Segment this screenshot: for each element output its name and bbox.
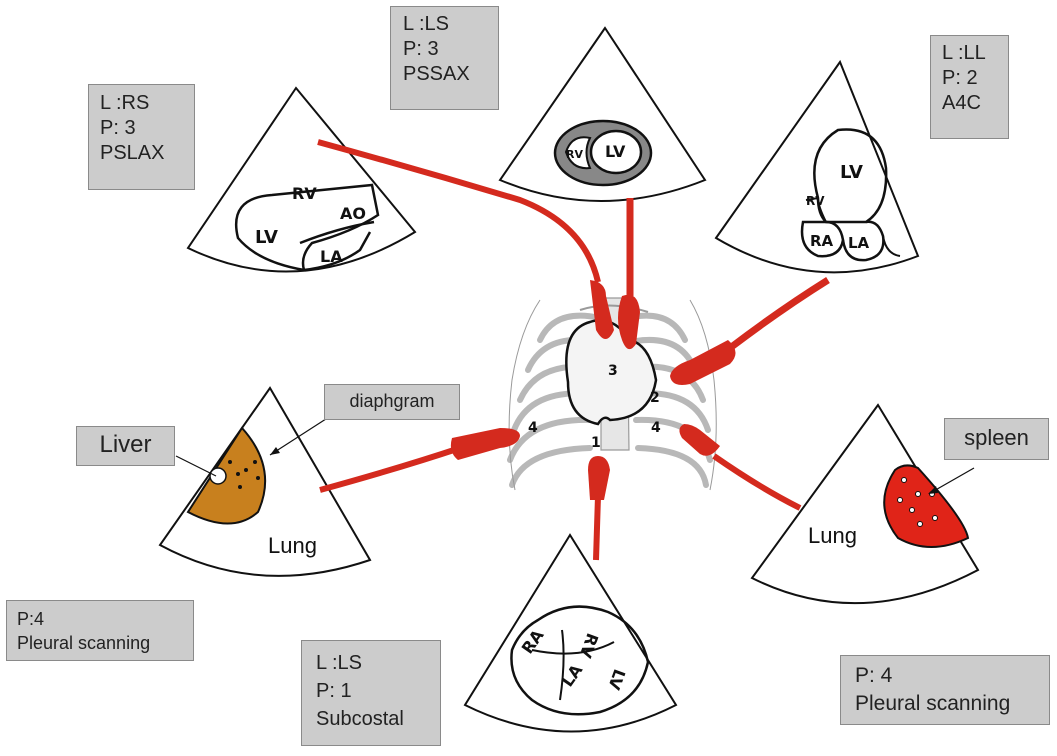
pleural-right-position: P: 4 <box>855 662 1049 690</box>
pssax-info-box: L :LS P: 3 PSSAX <box>390 6 499 110</box>
pslax-label-ao: AO <box>340 204 366 223</box>
subcostal-position: P: 1 <box>316 677 440 705</box>
pleural-left-position: P:4 <box>17 607 193 631</box>
diaphragm-callout-label: diaphgram <box>349 391 434 411</box>
pslax-view: PSLAX <box>100 141 194 166</box>
a4c-label-rv: RV <box>806 194 825 208</box>
a4c-view: A4C <box>942 91 1008 116</box>
pslax-location: L :RS <box>100 91 194 116</box>
lung-right-label: Lung <box>808 523 857 548</box>
a4c-info-box: L :LL P: 2 A4C <box>930 35 1009 139</box>
pssax-location: L :LS <box>403 12 498 37</box>
chest-position-4-right: 4 <box>651 420 661 436</box>
lung-left-label: Lung <box>268 533 317 558</box>
pslax-label-lv: LV <box>255 227 278 248</box>
diaphragm-callout: diaphgram <box>324 384 460 420</box>
pslax-label-la: LA <box>320 247 343 266</box>
a4c-position: P: 2 <box>942 66 1008 91</box>
pleural-left-view: Pleural scanning <box>17 631 193 655</box>
a4c-label-la: LA <box>848 234 870 252</box>
subcostal-info-box: L :LS P: 1 Subcostal <box>301 640 441 746</box>
pssax-view: PSSAX <box>403 62 498 87</box>
a4c-sector: LV RV RA LA <box>716 62 918 272</box>
pssax-label-lv: LV <box>605 142 626 161</box>
pslax-sector: RV AO LV LA <box>188 88 415 272</box>
liver-callout: Liver <box>76 426 175 466</box>
chest-position-3: 3 <box>608 363 618 379</box>
pslax-info-box: L :RS P: 3 PSLAX <box>88 84 195 190</box>
chest-position-2: 2 <box>650 390 660 406</box>
pslax-position: P: 3 <box>100 116 194 141</box>
spleen-callout: spleen <box>944 418 1049 460</box>
subcostal-location: L :LS <box>316 649 440 677</box>
a4c-label-ra: RA <box>810 232 834 250</box>
spleen-callout-label: spleen <box>964 425 1029 450</box>
a4c-label-lv: LV <box>840 162 863 183</box>
pleural-left-info-box: P:4 Pleural scanning <box>6 600 194 661</box>
subcostal-sector: RV RA LV LA <box>465 535 676 732</box>
pssax-label-rv: RV <box>566 148 583 161</box>
liver-callout-label: Liver <box>99 431 151 458</box>
a4c-location: L :LL <box>942 41 1008 66</box>
chest-position-1: 1 <box>591 435 601 451</box>
subcostal-view: Subcostal <box>316 705 440 733</box>
pslax-label-rv: RV <box>292 184 317 203</box>
pssax-position: P: 3 <box>403 37 498 62</box>
pssax-sector: RV LV <box>500 28 705 201</box>
chest-position-4-left: 4 <box>528 420 538 436</box>
pleural-right-info-box: P: 4 Pleural scanning <box>840 655 1050 725</box>
pleural-right-view: Pleural scanning <box>855 690 1049 718</box>
